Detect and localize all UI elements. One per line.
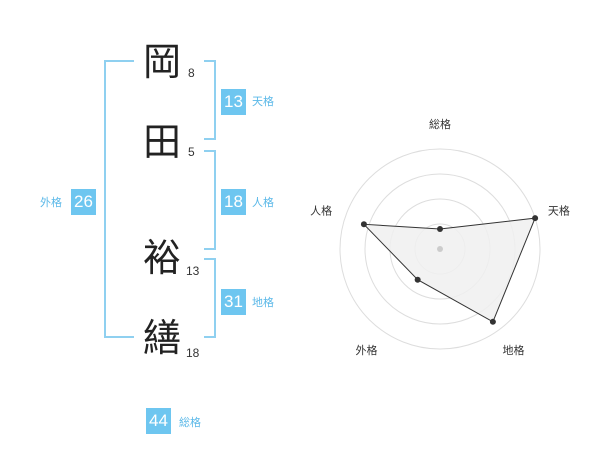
radar-point-5	[360, 221, 367, 228]
stroke-count-3: 13	[186, 264, 200, 278]
name-char-3: 裕	[142, 236, 181, 280]
radar-axis-label-5: 人格	[310, 203, 332, 217]
tenkaku-bracket	[204, 60, 216, 140]
stroke-count-1: 8	[188, 66, 195, 80]
chikaku-label: 地格	[252, 296, 274, 309]
radar-axis-label-4: 外格	[356, 343, 378, 357]
radar-point-4	[414, 276, 421, 283]
jinkaku-value-badge: 18	[221, 189, 246, 215]
radar-grid-ring	[339, 148, 541, 350]
gaikaku-value-badge: 26	[71, 189, 96, 215]
name-char-2: 田	[142, 120, 181, 164]
chikaku-value-badge: 31	[221, 289, 246, 315]
stroke-count-2: 5	[188, 145, 195, 159]
tenkaku-label: 天格	[252, 95, 274, 108]
gaikaku-label: 外格	[40, 196, 62, 209]
stroke-count-4: 18	[186, 346, 200, 360]
jinkaku-label: 人格	[252, 196, 274, 209]
radar-axis-label-3: 地格	[502, 343, 524, 357]
gaikaku-bracket	[104, 60, 134, 338]
radar-point-3	[489, 318, 496, 325]
radar-center-point	[437, 246, 443, 252]
chikaku-bracket	[204, 258, 216, 338]
radar-point-1	[437, 226, 443, 232]
soukaku-value-badge: 44	[146, 408, 171, 434]
jinkaku-bracket	[204, 150, 216, 250]
radar-axis-label-1: 総格	[429, 117, 451, 131]
name-char-1: 岡	[142, 40, 181, 84]
soukaku-label: 総格	[179, 416, 201, 429]
radar-series-polygon	[362, 217, 536, 323]
radar-point-2	[532, 215, 539, 222]
radar-axis-label-2: 天格	[548, 203, 570, 217]
name-char-4: 繕	[142, 316, 181, 360]
tenkaku-value-badge: 13	[221, 89, 246, 115]
